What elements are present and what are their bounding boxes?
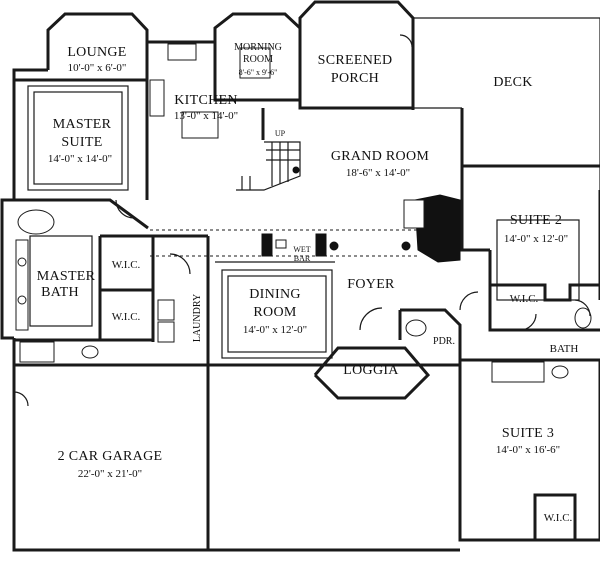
dining-room-dims: 14'-0" x 12'-0" <box>243 324 307 336</box>
lounge-name: LOUNGE <box>67 45 126 60</box>
room-labels: LOUNGE 10'-0" x 6'-0" MORNING ROOM 8'-6"… <box>37 42 579 524</box>
foyer-name: FOYER <box>347 277 395 292</box>
master-suite-name-1: MASTER <box>53 117 112 132</box>
doors <box>13 34 591 407</box>
laundry-name: LAUNDRY <box>192 294 203 342</box>
morning-room-name-1: MORNING <box>234 42 282 53</box>
interior-walls <box>14 42 600 540</box>
tray-ceilings <box>27 85 580 359</box>
loggia-name: LOGGIA <box>343 363 399 378</box>
suite-3-name: SUITE 3 <box>502 426 554 441</box>
master-bath-name-2: BATH <box>41 285 79 300</box>
wic-master-1: W.I.C. <box>112 259 141 271</box>
wet-bar-name-2: BAR <box>294 254 311 263</box>
dining-room-name-1: DINING <box>249 287 301 302</box>
morning-room-name-2: ROOM <box>243 54 273 65</box>
kitchen-dims: 13'-0" x 14'-0" <box>174 110 238 122</box>
garage-dims: 22'-0" x 21'-0" <box>78 468 142 480</box>
grand-room-name: GRAND ROOM <box>331 149 430 164</box>
fireplace <box>403 194 461 263</box>
suite-3-dims: 14'-0" x 16'-6" <box>496 444 560 456</box>
powder-name: PDR. <box>433 336 455 347</box>
deck-name: DECK <box>493 75 532 90</box>
dining-room-name-2: ROOM <box>253 305 296 320</box>
columns <box>261 233 411 257</box>
bath-name: BATH <box>550 343 579 355</box>
screened-porch-name-1: SCREENED <box>318 53 393 68</box>
wic-suite-3: W.I.C. <box>544 512 573 524</box>
screened-porch-name-2: PORCH <box>331 71 379 86</box>
grand-room-dims: 18'-6" x 14'-0" <box>346 167 410 179</box>
master-suite-dims: 14'-0" x 14'-0" <box>48 153 112 165</box>
staircase <box>236 141 301 191</box>
master-bath-name-1: MASTER <box>37 269 96 284</box>
master-suite-name-2: SUITE <box>61 135 102 150</box>
kitchen-name: KITCHEN <box>174 93 238 108</box>
suite-2-name: SUITE 2 <box>510 213 562 228</box>
stairs-up-label: UP <box>275 129 286 138</box>
wic-suite-2: W.I.C. <box>510 293 539 305</box>
suite-2-dims: 14'-0" x 12'-0" <box>504 233 568 245</box>
wic-master-2: W.I.C. <box>112 311 141 323</box>
fixtures <box>15 43 592 383</box>
wet-bar-name-1: WET <box>293 245 310 254</box>
lounge-dims: 10'-0" x 6'-0" <box>68 62 127 74</box>
garage-name: 2 CAR GARAGE <box>58 449 163 464</box>
morning-room-dims: 8'-6" x 9'-6" <box>239 68 278 77</box>
